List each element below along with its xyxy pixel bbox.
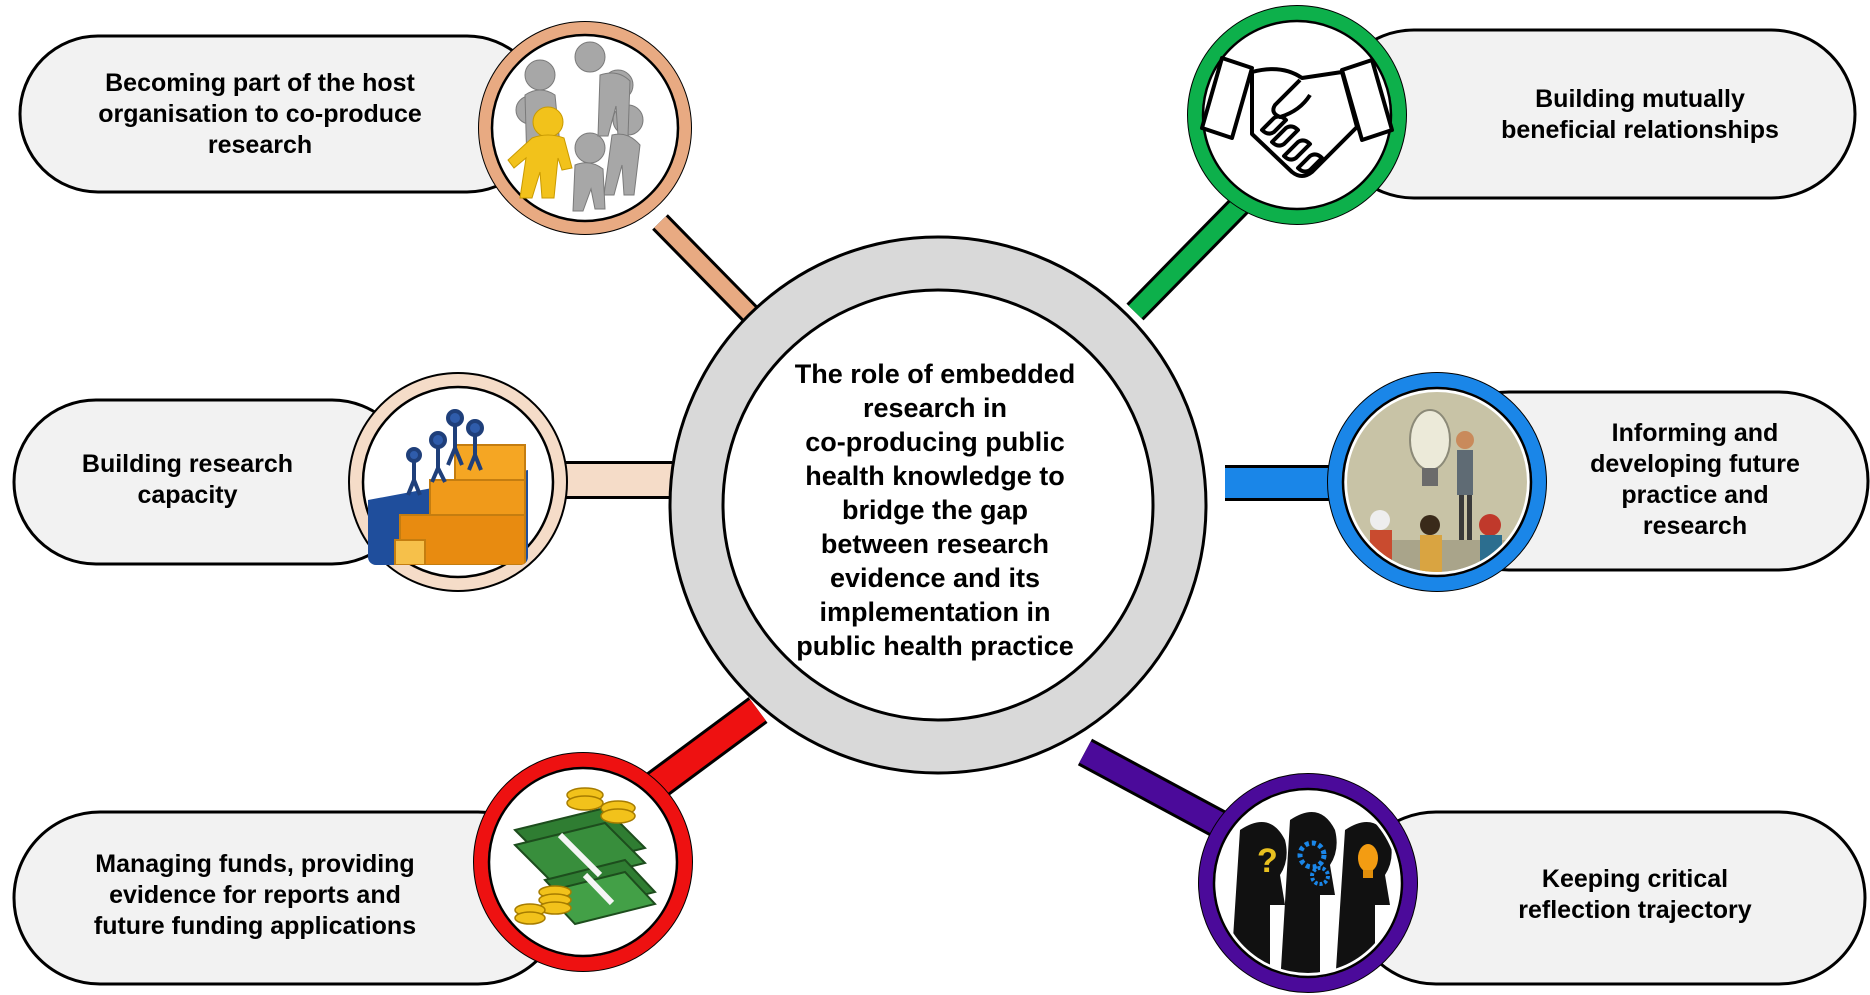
theme-label-future-practice: Informing and developing future practice… xyxy=(1590,419,1800,540)
central-hub xyxy=(668,235,1208,775)
theme-label-relationships: Building mutually beneficial relationshi… xyxy=(1501,85,1779,144)
theme-label-critical-reflection: Keeping critical reflection trajectory xyxy=(1518,865,1752,924)
connector-managing-funds-fill xyxy=(642,699,766,801)
theme-label-research-capacity: Building research capacity xyxy=(81,450,294,509)
stairs-people-icon xyxy=(348,372,568,592)
handshake-icon xyxy=(1187,5,1407,225)
svg-text:?: ? xyxy=(1257,842,1278,880)
central-topic: The role of embedded research in co-prod… xyxy=(794,359,1076,661)
connector-host-organisation-fill xyxy=(654,216,764,328)
teamwork-puzzle-icon xyxy=(478,21,692,235)
lightbulb-presenter-icon xyxy=(1327,372,1547,592)
theme-label-host-organisation: Becoming part of the host organisation t… xyxy=(98,68,422,159)
connector-relationships-fill xyxy=(1128,198,1247,319)
connector-critical-reflection-fill xyxy=(1079,741,1236,841)
heads-thinking-icon: ? xyxy=(1198,773,1418,993)
money-stack-icon xyxy=(473,752,693,972)
connectors xyxy=(555,196,1345,844)
theme-label-managing-funds: Managing funds, providing evidence for r… xyxy=(93,849,417,940)
